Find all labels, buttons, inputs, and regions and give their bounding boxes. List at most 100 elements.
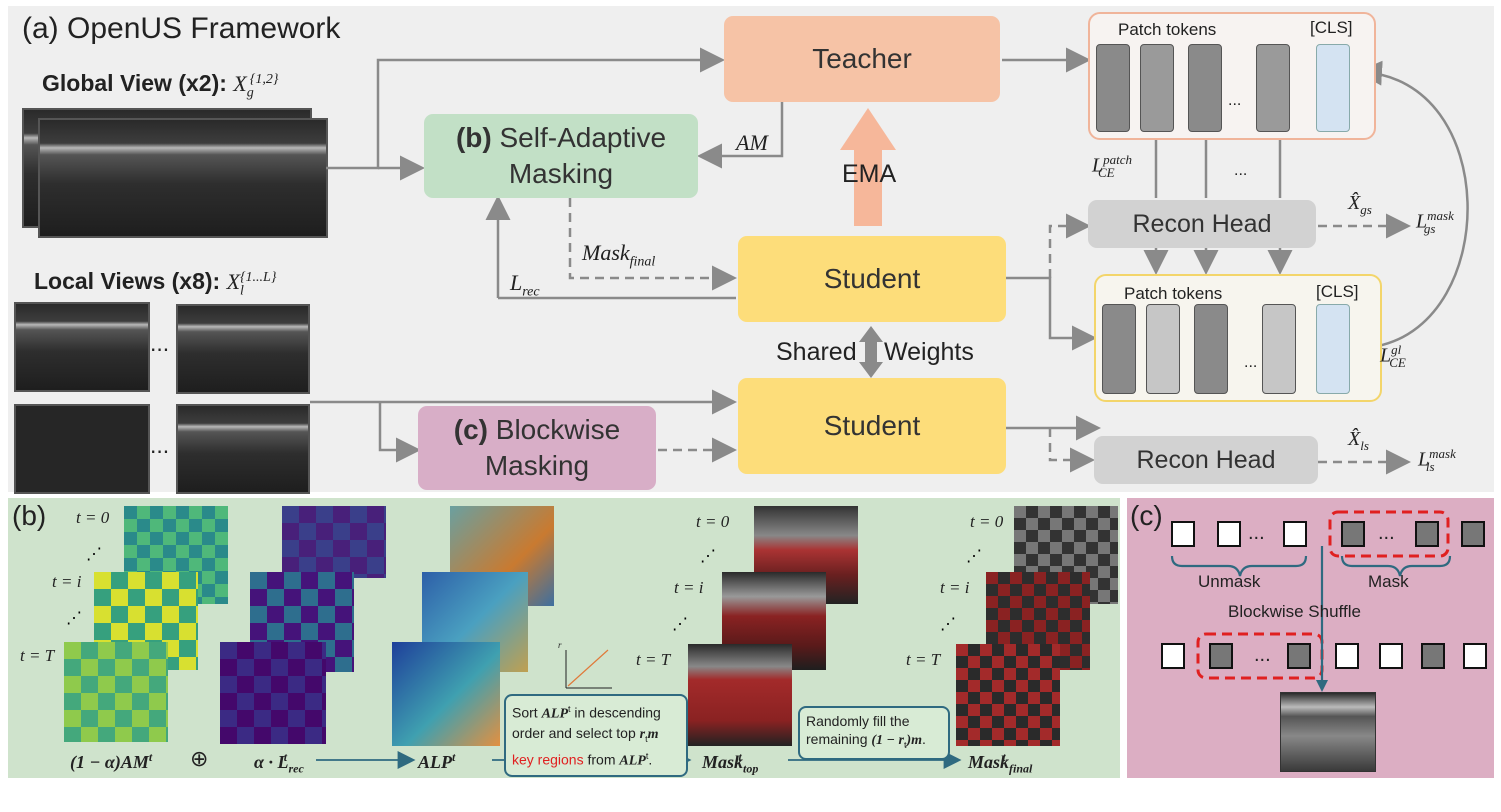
panel-c-ellipsis-mask: ... <box>1378 522 1395 544</box>
student-box-top: Student <box>738 236 1006 322</box>
global-view-image-front <box>38 118 328 238</box>
panel-c-label: (c) <box>1130 500 1163 531</box>
panel-c-ellipsis-bottom: ... <box>1254 644 1271 666</box>
vdots-mask-1: ⋰ <box>700 548 716 565</box>
panel-a-title: (a) OpenUS Framework <box>22 12 341 45</box>
l-rec-label: Lrec <box>510 270 540 300</box>
mask-final-label: Maskfinal <box>582 240 656 270</box>
self-adaptive-masking-box: (b) Self-Adaptive Masking <box>424 114 698 198</box>
t0-label-mask: t = 0 <box>696 512 730 531</box>
global-view-label: Global View (x2): Xg{1,2} <box>42 70 278 101</box>
unmask-label: Unmask <box>1198 572 1261 591</box>
alp-image-tT <box>392 642 500 746</box>
local-views-ellipsis-1: ... <box>150 330 170 356</box>
alp-formula-label: ALPt <box>418 750 456 772</box>
lrec-heatmap-t0 <box>282 506 386 578</box>
blockwise-shuffle-label: Blockwise Shuffle <box>1228 602 1361 621</box>
l-gs-mask-label: Lmaskgs <box>1416 208 1454 236</box>
tT-label-mask: t = T <box>636 650 671 669</box>
tokens-ellipsis-bottom: ... <box>1244 354 1258 371</box>
student-box-bottom: Student <box>738 378 1006 474</box>
token-column <box>1096 44 1130 132</box>
t0-label-final: t = 0 <box>970 512 1004 531</box>
panel-c-ellipsis-top: ... <box>1248 522 1265 544</box>
token-column <box>1188 44 1222 132</box>
patch-tokens-label-top: Patch tokens <box>1118 20 1217 39</box>
ti-label-am: t = i <box>52 572 82 591</box>
bwm-line-1: (c) Blockwise <box>453 414 621 445</box>
shared-label: Shared <box>776 338 857 366</box>
vdots-final-1: ⋰ <box>966 548 982 565</box>
mask-final-formula-label: Maskfinalt <box>968 750 1033 776</box>
local-views-text: Local Views (x8): <box>34 268 221 294</box>
cls-label-bottom: [CLS] <box>1316 282 1359 301</box>
sort-note: Sort ALPt in descending order and select… <box>504 694 688 778</box>
x-gs-label: X̂gs <box>1348 192 1372 217</box>
sort-note-line-3: key regions from ALPt. <box>512 751 653 770</box>
ti-label-mask: t = i <box>674 578 704 597</box>
local-views-ellipsis-2: ... <box>150 432 170 458</box>
graph-axis-label: r <box>558 640 562 650</box>
token-column <box>1140 44 1174 132</box>
vdots-mask-2: ⋰ <box>672 616 688 633</box>
am-formula-label: (1 − α)AMt <box>70 750 153 772</box>
tT-label-am: t = T <box>20 646 55 665</box>
l-ce-patch-label: LpatchCE <box>1092 152 1133 180</box>
sam-line-2: Masking <box>508 158 614 189</box>
shuffled-image <box>1280 692 1376 772</box>
fill-note-line-1: Randomly fill the <box>806 713 910 729</box>
weights-label: Weights <box>884 338 974 366</box>
l-ls-mask-label: Lmaskls <box>1418 446 1456 474</box>
token-column <box>1194 304 1228 394</box>
am-heatmap-tT <box>64 642 168 742</box>
global-view-text: Global View (x2): <box>42 70 227 96</box>
token-column <box>1146 304 1180 394</box>
x-ls-label: X̂ls <box>1348 428 1369 453</box>
local-view-image-1 <box>14 302 150 392</box>
vdots-am-1: ⋰ <box>86 546 102 563</box>
recon-ellipsis: ... <box>1234 162 1248 179</box>
local-view-image-2 <box>176 304 310 394</box>
oplus-symbol: ⊕ <box>190 746 209 771</box>
mask-top-formula-label: Masktopt <box>702 750 759 776</box>
fill-note-line-2: remaining (1 − rt)m. <box>806 731 926 750</box>
global-view-symbol: Xg{1,2} <box>233 71 279 101</box>
local-view-image-3 <box>14 404 150 494</box>
t0-label-am: t = 0 <box>76 508 110 527</box>
recon-head-top: Recon Head <box>1088 200 1316 248</box>
cls-token-column <box>1316 304 1350 394</box>
vdots-final-2: ⋰ <box>940 616 956 633</box>
mask-top-image-tT <box>688 644 792 746</box>
token-column <box>1262 304 1296 394</box>
ema-label: EMA <box>842 160 897 188</box>
sort-note-line-1: Sort ALPt in descending <box>512 704 661 722</box>
vdots-am-2: ⋰ <box>66 610 82 627</box>
bwm-line-2: Masking <box>484 450 590 481</box>
fill-note: Randomly fill the remaining (1 − rt)m. <box>798 706 950 760</box>
mask-final-image-tT <box>956 644 1060 746</box>
cls-token-column <box>1316 44 1350 132</box>
sam-line-1: (b) Self-Adaptive <box>455 122 667 153</box>
tT-label-final: t = T <box>906 650 941 669</box>
token-column <box>1256 44 1290 132</box>
token-column <box>1102 304 1136 394</box>
local-view-image-4 <box>176 404 310 494</box>
patch-tokens-label-bottom: Patch tokens <box>1124 284 1223 303</box>
am-label: AM <box>736 130 768 155</box>
mask-label: Mask <box>1368 572 1409 591</box>
teacher-box: Teacher <box>724 16 1000 102</box>
tokens-ellipsis-top: ... <box>1228 92 1242 109</box>
lrec-heatmap-tT <box>220 642 326 744</box>
ti-label-final: t = i <box>940 578 970 597</box>
recon-head-bottom: Recon Head <box>1094 436 1318 484</box>
panel-b-label: (b) <box>12 500 47 531</box>
l-ce-gl-label: LglCE <box>1380 342 1406 370</box>
cls-label-top: [CLS] <box>1310 18 1353 37</box>
sort-note-line-2: order and select top rtm <box>512 724 659 744</box>
lrec-formula-label: α · Lrect <box>254 750 304 776</box>
local-views-label: Local Views (x8): Xl{1...L} <box>34 268 276 299</box>
blockwise-masking-box: (c) Blockwise Masking <box>418 406 656 490</box>
local-views-symbol: Xl{1...L} <box>226 269 277 299</box>
